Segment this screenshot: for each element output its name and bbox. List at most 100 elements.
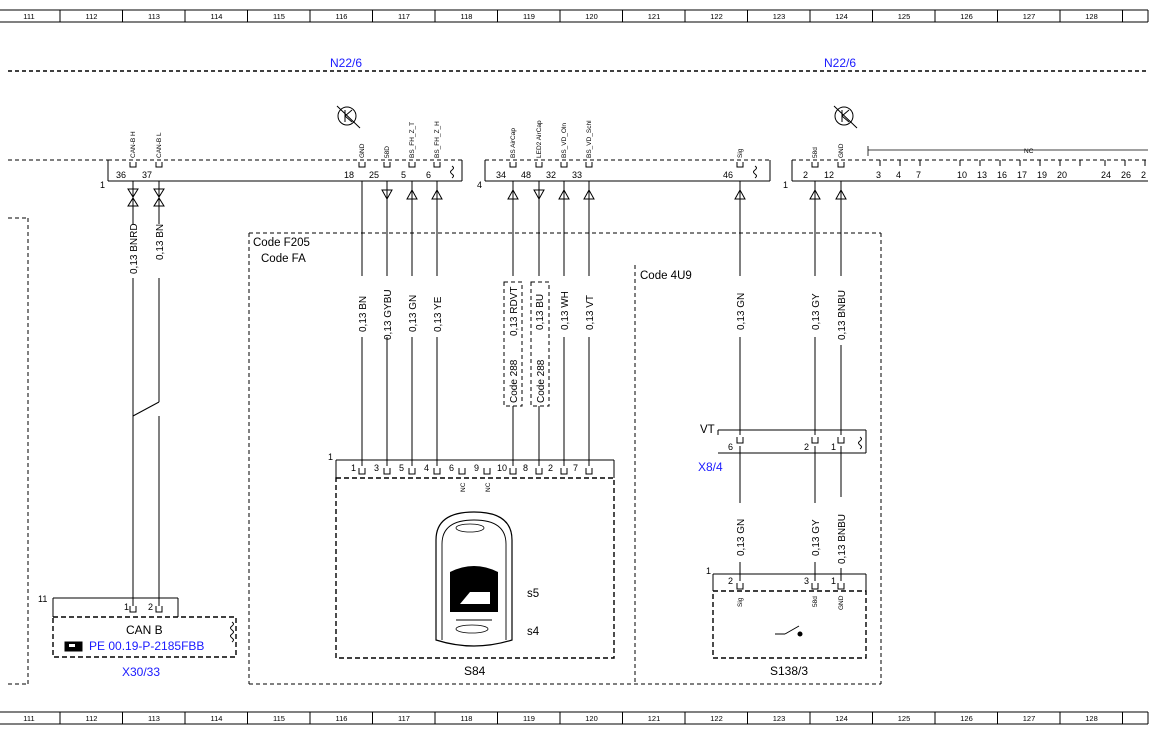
pin-stub	[585, 468, 593, 475]
signal-arrows	[127, 188, 847, 207]
pin-number: 3	[374, 463, 379, 473]
wire-label: 0,13 BNBU	[837, 514, 848, 564]
left-module-boundary	[8, 217, 29, 685]
connector-number: 11	[38, 594, 47, 604]
pin-stub	[129, 606, 137, 613]
pin-number: 12	[824, 170, 834, 180]
wire-label: 0,13 BNBU	[837, 290, 848, 340]
component-label: X8/4	[698, 460, 723, 474]
ruler-number: 120	[585, 714, 598, 723]
s138-3-connector	[712, 573, 867, 591]
pin-stub	[811, 437, 819, 444]
wire-label: 0,13 VT	[585, 295, 596, 330]
pin-stub	[383, 162, 391, 168]
wire-label: 0,13 GN	[736, 519, 747, 556]
wire-label: 0,13 BN	[155, 224, 166, 260]
pin-number: 6	[728, 442, 733, 452]
can-b-box	[52, 616, 237, 658]
ruler-number: 121	[648, 12, 661, 21]
pin-number: 16	[997, 170, 1007, 180]
nc-label: NC	[485, 482, 492, 492]
pin-stub	[155, 162, 163, 168]
ground-symbol-icon	[336, 105, 361, 129]
pin-stub	[585, 162, 593, 168]
wire-label: 0,13 WH	[560, 291, 571, 330]
can-b-title: CAN B	[126, 623, 163, 637]
pin-signal: BS_VD_Oln	[561, 123, 568, 158]
pin-number: 20	[1057, 170, 1067, 180]
vt-label: VT	[700, 424, 715, 436]
wire-label: 0,13 RDVT	[509, 287, 520, 336]
s84-component-box	[335, 477, 615, 659]
code-label: Code 288	[536, 359, 547, 403]
wire-label: 0,13 GN	[408, 295, 419, 332]
nc-label: NC	[460, 482, 467, 492]
code-label: Code 288	[509, 359, 520, 403]
wire-label: 0,13 GY	[811, 293, 822, 330]
wires	[132, 181, 842, 606]
pin-number: 10	[957, 170, 967, 180]
ruler-number: 118	[461, 714, 473, 723]
code-f205-boundary	[248, 232, 882, 685]
pin-signal: 58d	[812, 596, 819, 607]
ruler-number: 124	[835, 12, 848, 21]
pin-number: 1	[351, 463, 356, 473]
wire-label: 0,13 GY	[811, 519, 822, 556]
ruler-number: 125	[898, 714, 911, 723]
pin-signal: GND	[838, 595, 845, 610]
ruler-number: 117	[398, 12, 410, 21]
ruler-number: 128	[1085, 714, 1098, 723]
nc-bracket	[867, 146, 1148, 156]
pin-stub	[837, 583, 845, 590]
pin-number: 4	[424, 463, 429, 473]
pin-stub	[509, 468, 517, 475]
ruler-number: 127	[1023, 12, 1036, 21]
pin-stub	[811, 583, 819, 590]
pin-number: 34	[496, 170, 506, 180]
ruler-number: 125	[898, 12, 911, 21]
hand-pointer-icon	[64, 641, 83, 652]
pin-stub	[837, 437, 845, 444]
pin-number: 4	[896, 170, 901, 180]
pin-stub	[433, 468, 441, 475]
wire-label: 0,13 GN	[736, 293, 747, 330]
key-fob-icon	[435, 511, 513, 647]
pin-number: 18	[344, 170, 354, 180]
ruler-number: 122	[710, 12, 723, 21]
ruler-number: 123	[773, 714, 786, 723]
pin-number: 2	[548, 463, 553, 473]
wire-label: 0,13 YE	[433, 296, 444, 332]
pin-number: 5	[401, 170, 406, 180]
pin-number: 2	[728, 576, 733, 586]
connector-number: 1	[783, 180, 788, 190]
pin-signal: Sig	[737, 597, 744, 607]
pin-number: 6	[426, 170, 431, 180]
pin-signal: 58D	[384, 146, 391, 158]
pin-signal: CAN-B L	[156, 132, 163, 158]
pin-number: 7	[916, 170, 921, 180]
pin-number: 8	[523, 463, 528, 473]
control-unit-label-right: N22/6	[824, 56, 856, 70]
wire-label: 0,13 GYBU	[383, 289, 394, 340]
pin-signal: LED2 AirCap	[536, 120, 543, 158]
shield-icon-4	[230, 621, 234, 643]
pin-number: 2	[803, 170, 808, 180]
shield-icon-2	[753, 165, 757, 179]
ruler-number: 113	[148, 12, 160, 21]
pin-stub	[458, 468, 466, 475]
pin-number: 2	[804, 442, 809, 452]
pin-number: 1	[124, 602, 129, 612]
code-label: Code F205	[253, 237, 310, 249]
component-label: X30/33	[122, 665, 160, 679]
ruler-number: 123	[773, 12, 786, 21]
pin-number: 1	[831, 442, 836, 452]
pin-stub	[736, 437, 744, 444]
ruler-number: 126	[960, 12, 973, 21]
ruler-number: 112	[86, 714, 98, 723]
reference-link[interactable]: PE 00.19-P-2185FBB	[89, 639, 204, 653]
connector-strip	[8, 159, 1148, 182]
component-label: S84	[464, 664, 486, 678]
component-label: S138/3	[770, 664, 808, 678]
bottom-ruler	[0, 711, 1149, 725]
pin-signal: 58d	[812, 147, 819, 158]
